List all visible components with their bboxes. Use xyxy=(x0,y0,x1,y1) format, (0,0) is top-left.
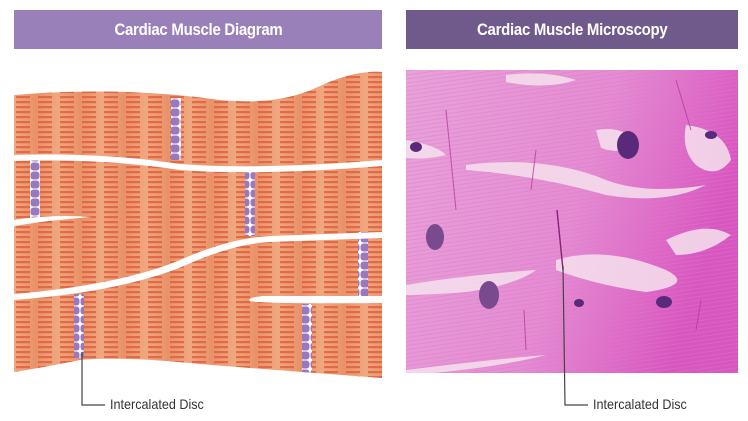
diagram-label-text: Intercalated Disc xyxy=(110,396,204,412)
intercalated-disc xyxy=(358,232,368,300)
microscopy-label-text: Intercalated Disc xyxy=(593,396,687,412)
striations xyxy=(14,71,382,379)
microscopy-title-text: Cardiac Muscle Microscopy xyxy=(476,19,668,39)
intercalated-disc xyxy=(30,156,40,222)
diagram-title-text: Cardiac Muscle Diagram xyxy=(114,19,282,39)
cell-gap xyxy=(14,216,92,226)
diagram-title: Cardiac Muscle Diagram xyxy=(14,10,382,49)
cell-gap xyxy=(14,232,382,300)
microscopy-intercalated-disc-label: Intercalated Disc xyxy=(593,396,697,412)
nuclei xyxy=(410,131,717,309)
cell-gap xyxy=(14,154,382,173)
diagram-leader-line xyxy=(81,352,105,406)
cardiac-muscle-micrograph xyxy=(406,70,738,373)
intercalated-disc xyxy=(302,304,312,376)
tissue-gaps xyxy=(406,73,731,373)
diagram-intercalated-disc-label: Intercalated Disc xyxy=(110,396,214,412)
cell-gap xyxy=(249,296,382,304)
microscopy-title: Cardiac Muscle Microscopy xyxy=(406,10,738,49)
intercalated-disc xyxy=(556,209,564,271)
intercalated-disc xyxy=(171,98,181,160)
intercalated-disc xyxy=(245,166,255,236)
intercalated-disc xyxy=(74,294,84,358)
